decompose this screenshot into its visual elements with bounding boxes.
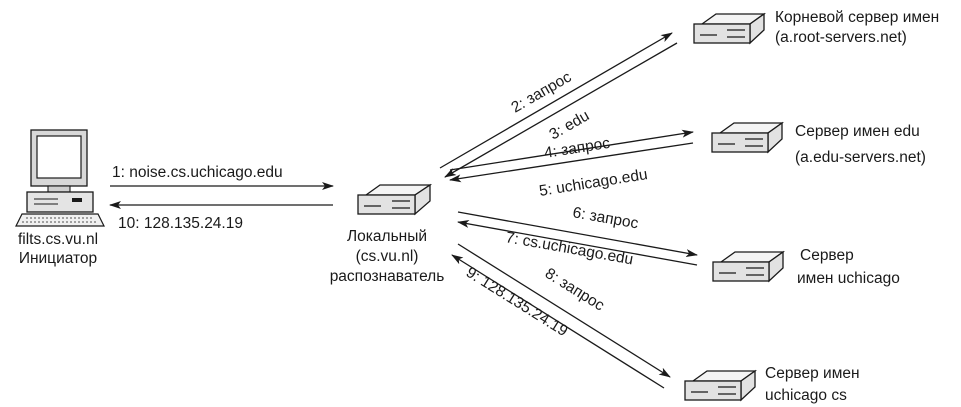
edu-server-icon xyxy=(711,121,785,154)
client-computer-icon xyxy=(15,129,105,227)
message-8-label: 8: запрос xyxy=(542,265,607,315)
uchicago-cs-server-name: Сервер имен xyxy=(765,365,860,382)
uchicago-cs-server-host: uchicago cs xyxy=(765,387,847,404)
arrow-3-answer xyxy=(444,42,678,178)
local-resolver-server-icon xyxy=(357,183,433,216)
arrow-8-query xyxy=(457,243,671,378)
message-1-label: 1: noise.cs.uchicago.edu xyxy=(112,164,283,181)
client-host-label: filts.cs.vu.nl xyxy=(18,231,98,248)
resolver-role-label: распознаватель xyxy=(330,268,445,285)
uchicago-server-host: имен uchicago xyxy=(797,270,900,287)
arrow-2-query xyxy=(439,32,673,169)
uchicago-cs-server-icon xyxy=(684,369,758,402)
edu-server-name: Сервер имен edu xyxy=(795,123,920,140)
message-5-label: 5: uchicago.edu xyxy=(538,166,649,200)
uchicago-server-name: Сервер xyxy=(800,247,854,264)
arrow-6-query xyxy=(457,211,698,257)
message-10-label: 10: 128.135.24.19 xyxy=(118,215,243,232)
root-server-host: (a.root-servers.net) xyxy=(775,29,907,46)
root-server-name: Корневой сервер имен xyxy=(775,9,939,26)
arrow-9-answer xyxy=(451,254,665,389)
edu-server-host: (a.edu-servers.net) xyxy=(795,149,926,166)
uchicago-server-icon xyxy=(712,250,786,283)
client-role-label: Инициатор xyxy=(19,250,97,267)
arrow-7-answer xyxy=(457,220,698,266)
message-7-label: 7: cs.uchicago.edu xyxy=(504,229,634,268)
arrow-4-query xyxy=(449,129,694,171)
arrow-5-answer xyxy=(449,142,694,183)
root-server-icon xyxy=(693,12,767,45)
message-6-label: 6: запрос xyxy=(571,204,640,232)
resolver-title-label: Локальный xyxy=(347,228,427,245)
resolver-host-label: (cs.vu.nl) xyxy=(356,248,419,265)
